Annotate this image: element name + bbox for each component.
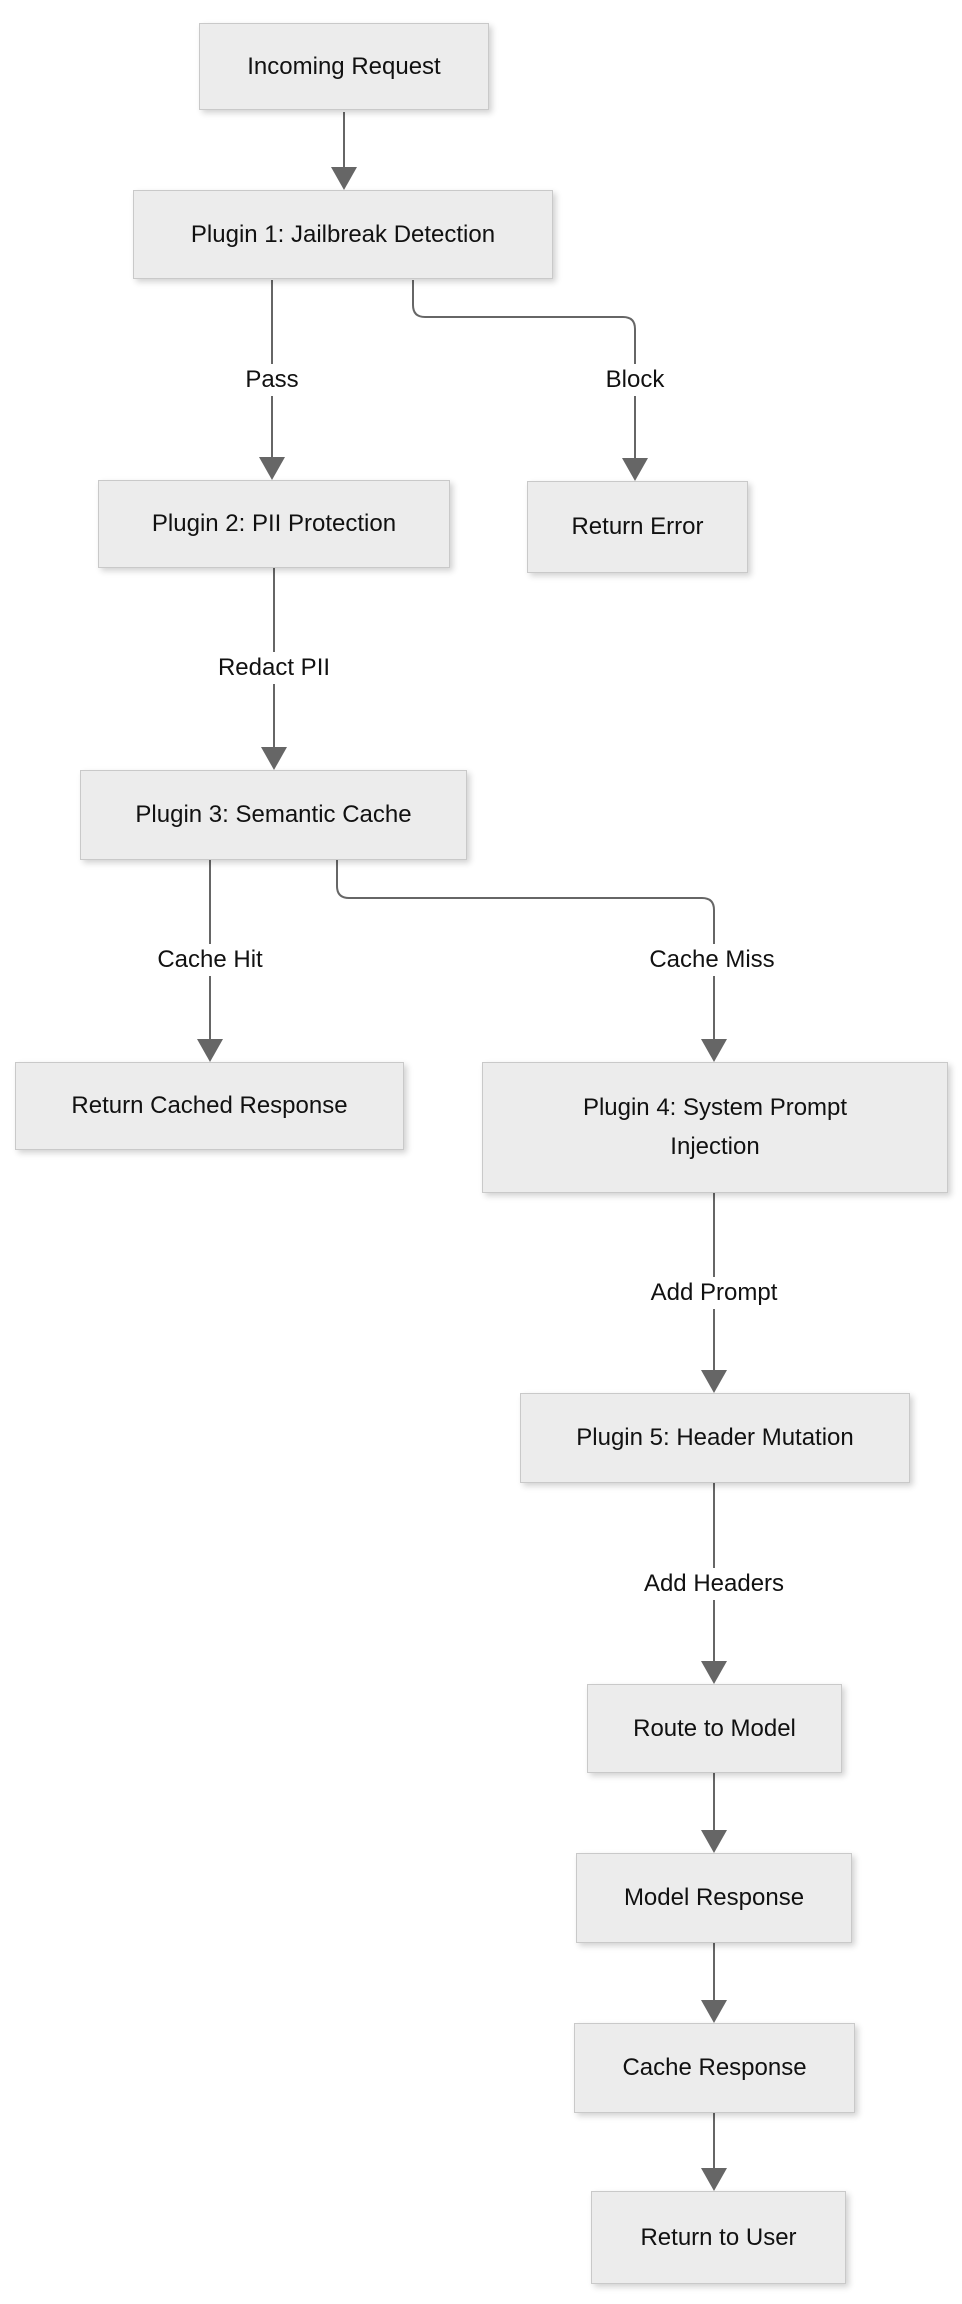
edge-plugin1-to-return-error [412, 280, 636, 461]
node-return-cached-response: Return Cached Response [15, 1062, 404, 1150]
arrowhead-icon [622, 458, 648, 481]
node-return-to-user: Return to User [591, 2191, 846, 2284]
node-return-error: Return Error [527, 481, 748, 573]
arrowhead-icon [701, 2168, 727, 2191]
edge-label-cache-hit: Cache Hit [149, 944, 271, 976]
arrowhead-icon [701, 2000, 727, 2023]
arrowhead-icon [259, 457, 285, 480]
node-label: Plugin 3: Semantic Cache [135, 801, 412, 829]
node-plugin-2-pii-protection: Plugin 2: PII Protection [98, 480, 450, 568]
edge-label-redact-pii: Redact PII [209, 652, 339, 684]
node-label: Plugin 5: Header Mutation [576, 1424, 854, 1452]
node-plugin-3-semantic-cache: Plugin 3: Semantic Cache [80, 770, 467, 860]
node-label: Model Response [623, 1884, 805, 1912]
arrowhead-icon [701, 1370, 727, 1393]
node-label: Return to User [640, 2223, 797, 2251]
edge-label-pass: Pass [237, 364, 307, 396]
node-plugin-1-jailbreak-detection: Plugin 1: Jailbreak Detection [133, 190, 553, 279]
arrowhead-icon [261, 747, 287, 770]
node-cache-response: Cache Response [574, 2023, 855, 2113]
node-incoming-request: Incoming Request [199, 23, 489, 110]
node-route-to-model: Route to Model [587, 1684, 842, 1773]
node-label: Cache Response [622, 2054, 807, 2082]
edge-label-add-headers: Add Headers [635, 1568, 793, 1600]
edge-plugin3-to-plugin4 [336, 860, 715, 1042]
edge-label-block: Block [597, 364, 673, 396]
node-plugin-5-header-mutation: Plugin 5: Header Mutation [520, 1393, 910, 1483]
node-label: Return Cached Response [71, 1092, 348, 1120]
edge-label-add-prompt: Add Prompt [642, 1277, 786, 1309]
arrowhead-icon [197, 1039, 223, 1062]
arrowhead-icon [701, 1039, 727, 1062]
node-label: Route to Model [633, 1714, 796, 1742]
node-label: Plugin 4: System Prompt Injection [582, 1094, 848, 1160]
arrowhead-icon [701, 1661, 727, 1684]
node-label: Incoming Request [247, 52, 441, 80]
node-label: Plugin 1: Jailbreak Detection [190, 220, 496, 248]
arrowhead-icon [701, 1830, 727, 1853]
node-label: Return Error [571, 513, 704, 541]
node-plugin-4-system-prompt-injection: Plugin 4: System Prompt Injection [482, 1062, 948, 1193]
node-model-response: Model Response [576, 1853, 852, 1943]
node-label: Plugin 2: PII Protection [151, 510, 397, 538]
edge-label-cache-miss: Cache Miss [641, 944, 783, 976]
arrowhead-icon [331, 167, 357, 190]
